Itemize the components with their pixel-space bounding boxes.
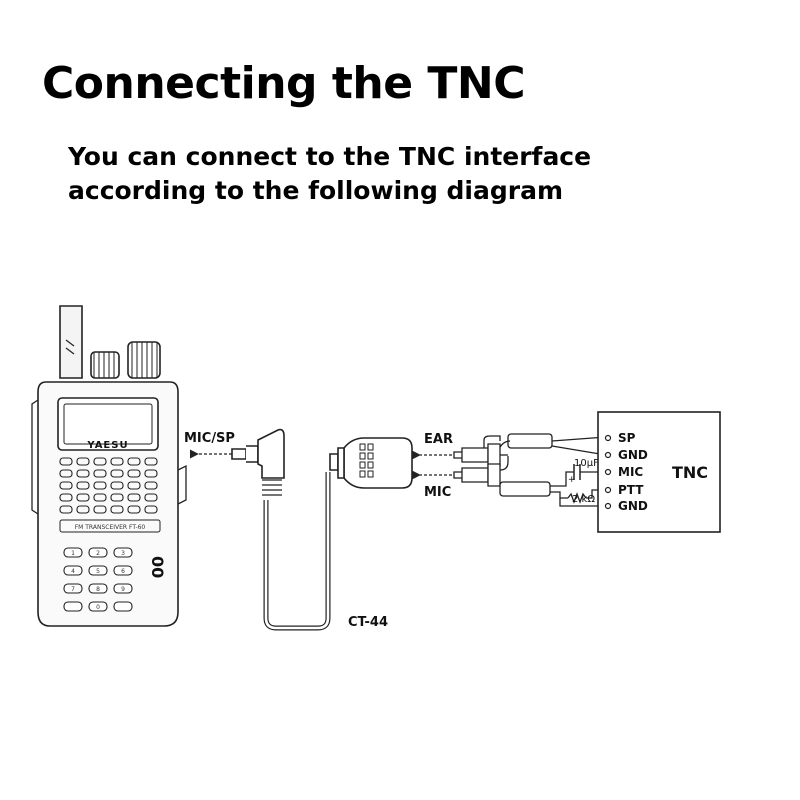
key-label-2: 2 [96,550,100,557]
keypad-labels: 1 2 3 4 5 6 7 8 9 0 [71,550,125,611]
tnc-pin-sp: SP [618,431,636,445]
cable-label: CT-44 [348,615,388,630]
tuning-knob [127,341,161,379]
speaker-grille [59,457,158,514]
tnc-name: TNC [672,463,708,482]
resistor-label: 2 kΩ [572,494,595,505]
volume-knob [90,351,120,379]
polarity-plus: + [568,475,576,485]
page-subtitle: You can connect to the TNC interface acc… [68,140,591,208]
subtitle-line-1: You can connect to the TNC interface [68,142,592,171]
key-label-0: 0 [96,604,100,611]
right-angle-boot [257,428,285,479]
antenna [59,305,83,379]
radio-model: FM TRANSCEIVER FT-60 [75,524,146,531]
page-title: Connecting the TNC [42,58,526,109]
subtitle-line-2: according to the following diagram [68,176,564,205]
radio-plug [231,448,247,460]
ear-plug [453,447,489,463]
tnc-pin-gnd-2: GND [618,499,648,513]
radio-transceiver [31,305,187,627]
key-label-5: 5 [96,568,100,575]
resistor [567,492,587,504]
capacitor-label: 10µF [574,458,599,469]
key-label-7: 7 [71,586,75,593]
key-label-8: 8 [96,586,100,593]
radio-brand: YAESU [86,440,128,451]
tnc-box [597,411,721,533]
key-label-9: 9 [121,586,125,593]
tnc-pin-gnd-1: GND [618,448,648,462]
tnc-pin-mic: MIC [618,465,643,479]
key-label-3: 3 [121,550,125,557]
radio-display [57,397,159,451]
keypad [63,547,133,612]
wiring [453,433,607,507]
tnc-pin-terminals [604,434,612,510]
tnc-pin-ptt: PTT [618,483,644,497]
radio-volume-digits: 00 [148,556,167,578]
key-label-6: 6 [121,568,125,575]
mic-plug [453,467,489,483]
adapter-body [343,437,413,489]
ct44-cable [231,428,413,631]
key-label-4: 4 [71,568,75,575]
mic-label: MIC [424,485,451,500]
mic-sp-label: MIC/SP [184,431,235,446]
key-label-1: 1 [71,550,75,557]
ear-label: EAR [424,432,453,447]
